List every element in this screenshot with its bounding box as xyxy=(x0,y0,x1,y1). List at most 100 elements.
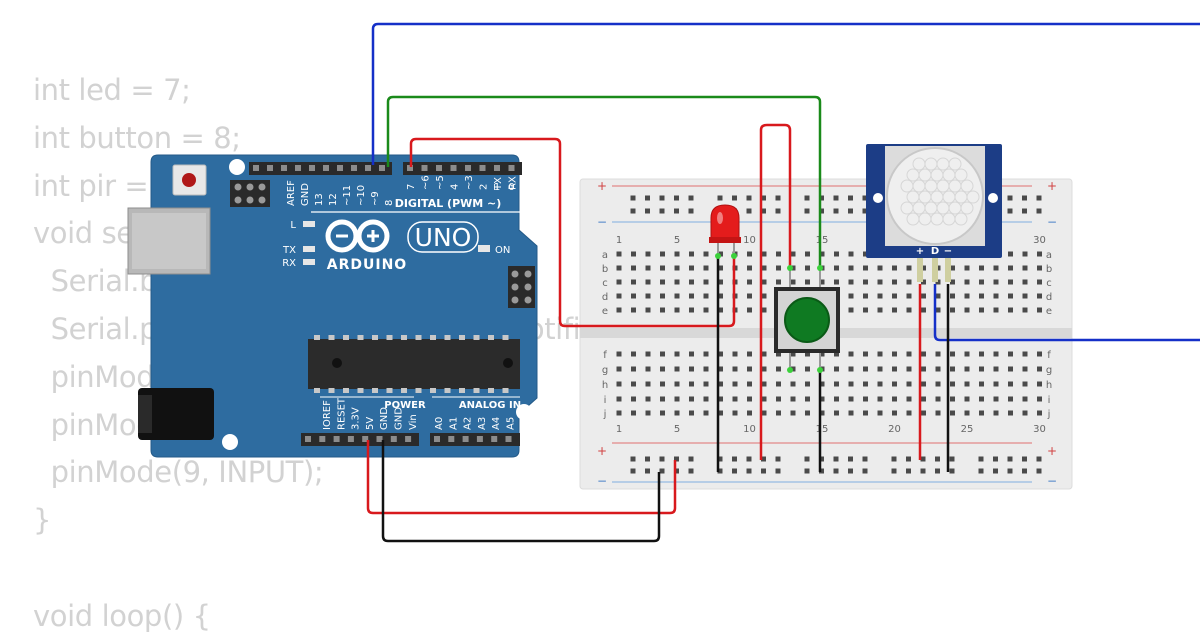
breadboard-hole xyxy=(819,381,825,387)
breadboard-hole xyxy=(877,279,883,285)
icsp2-pin xyxy=(524,296,532,304)
breadboard-hole xyxy=(616,351,622,357)
rail-hole xyxy=(645,195,650,201)
breadboard-hole xyxy=(660,366,665,372)
breadboard-hole xyxy=(877,396,883,402)
breadboard-hole xyxy=(964,307,970,313)
breadboard-hole xyxy=(950,381,955,387)
breadboard-hole xyxy=(863,381,868,387)
wire-red-5v-to-rail xyxy=(366,440,677,515)
rail-hole xyxy=(630,468,636,474)
power-pin-label: GND xyxy=(379,407,390,430)
rail-hole xyxy=(1036,456,1042,462)
code-line: void loop() { xyxy=(33,598,211,633)
power-pin-label: RESET xyxy=(336,397,347,430)
col-number-top: 10 xyxy=(743,235,756,246)
rail-hole xyxy=(848,456,853,462)
breadboard-hole xyxy=(906,351,912,357)
rail-hole xyxy=(746,456,752,462)
rail-hole xyxy=(906,456,911,462)
breadboard-hole xyxy=(892,366,897,372)
breadboard-hole xyxy=(863,410,868,416)
led-on xyxy=(478,245,490,252)
header-pin xyxy=(508,165,515,171)
chip-leg xyxy=(488,388,494,393)
connection-point xyxy=(787,367,793,373)
rail-hole xyxy=(761,195,766,201)
breadboard-hole xyxy=(790,410,796,416)
icsp2-pin xyxy=(511,283,519,291)
breadboard-hole xyxy=(921,410,926,416)
digital-pin-label: 7 xyxy=(406,184,417,190)
led-rx-label: RX xyxy=(282,258,296,269)
atmega-chip xyxy=(308,339,520,389)
digital-header-right xyxy=(403,162,522,175)
chip-leg xyxy=(444,388,451,393)
breadboard-hole xyxy=(761,410,767,416)
chip-leg xyxy=(459,388,465,393)
icsp2-pin xyxy=(511,296,519,304)
breadboard-hole xyxy=(1037,366,1042,372)
header-pin xyxy=(390,436,397,442)
breadboard-hole xyxy=(761,351,767,357)
breadboard-hole xyxy=(993,293,999,299)
icsp2-pin xyxy=(524,270,532,278)
rail-minus-tl: − xyxy=(597,215,607,229)
row-letter-right: f xyxy=(1047,350,1051,361)
breadboard-hole xyxy=(718,279,723,285)
row-letter-left: f xyxy=(603,350,607,361)
breadboard-hole xyxy=(1022,381,1028,387)
breadboard-hole xyxy=(718,410,723,416)
breadboard-hole xyxy=(935,396,941,402)
icsp-pin xyxy=(246,196,254,204)
breadboard-hole xyxy=(747,410,752,416)
rail-hole xyxy=(1022,208,1027,214)
breadboard-hole xyxy=(819,396,825,402)
breadboard-hole xyxy=(689,396,694,402)
breadboard-hole xyxy=(906,265,912,271)
breadboard-hole xyxy=(935,293,941,299)
breadboard-hole xyxy=(993,366,999,372)
rail-hole xyxy=(862,195,868,201)
rail-hole xyxy=(775,208,781,214)
header-pin xyxy=(434,436,440,442)
chip-dot-right xyxy=(503,358,513,368)
pir-pin-d xyxy=(932,258,938,282)
chip-leg xyxy=(401,335,407,340)
reset-button-cap xyxy=(182,173,196,187)
breadboard-hole xyxy=(660,351,665,357)
row-letter-left: i xyxy=(604,395,607,406)
breadboard-hole xyxy=(776,279,781,285)
analog-pin-label: A3 xyxy=(477,417,488,430)
usb-port-inner xyxy=(132,213,206,269)
breadboard-hole xyxy=(747,381,752,387)
header-pin xyxy=(365,165,371,171)
breadboard-hole xyxy=(616,396,622,402)
breadboard-hole xyxy=(805,351,810,357)
breadboard-hole xyxy=(848,307,854,313)
breadboard-hole xyxy=(1008,410,1013,416)
breadboard-hole xyxy=(1008,265,1013,271)
breadboard-hole xyxy=(906,396,912,402)
col-number-bottom: 15 xyxy=(816,424,829,435)
breadboard-hole xyxy=(761,293,767,299)
connection-point xyxy=(817,265,823,271)
breadboard-hole xyxy=(616,251,622,257)
breadboard-hole xyxy=(689,351,694,357)
breadboard-hole xyxy=(1008,351,1013,357)
rail-hole xyxy=(761,468,766,474)
breadboard-hole xyxy=(1022,279,1028,285)
rail-hole xyxy=(1036,195,1042,201)
breadboard-hole xyxy=(732,410,738,416)
chip-leg xyxy=(357,388,364,393)
row-letter-left: d xyxy=(602,292,608,303)
chip-leg xyxy=(328,335,335,340)
breadboard-hole xyxy=(1037,251,1042,257)
breadboard-hole xyxy=(1008,307,1013,313)
rail-hole xyxy=(630,456,636,462)
header-pin xyxy=(491,436,498,442)
chip-leg xyxy=(314,388,320,393)
mount-hole-bl xyxy=(222,434,238,450)
breadboard-hole xyxy=(660,293,665,299)
row-letter-right: a xyxy=(1046,250,1052,261)
